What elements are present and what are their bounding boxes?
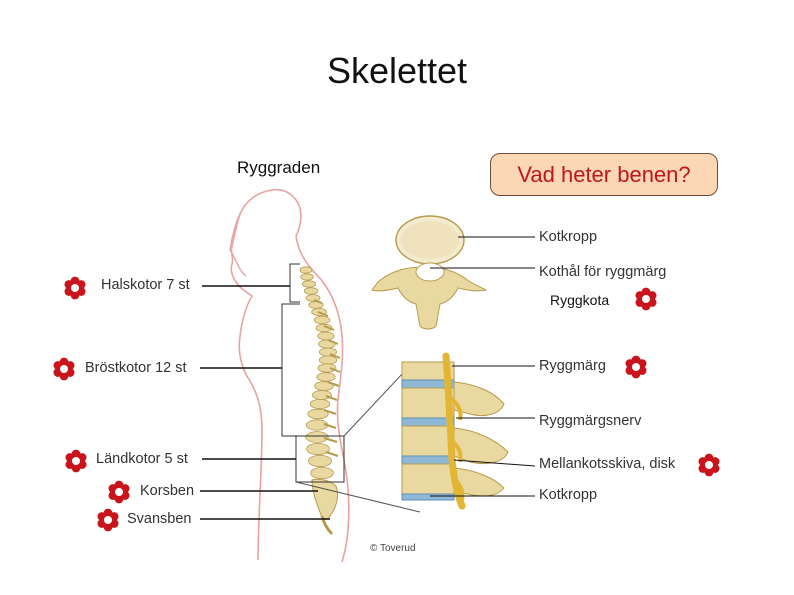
label-ryggmargsnerv: Ryggmärgsnerv <box>539 413 642 429</box>
label-landkotor: Ländkotor 5 st <box>96 451 188 467</box>
sacrum <box>311 478 339 520</box>
figure-subtitle: Ryggraden <box>237 158 321 177</box>
label-kothal: Kothål för ryggmärg <box>539 264 667 280</box>
vertebra-top-view <box>371 215 488 330</box>
body-outline <box>230 188 302 561</box>
bracket-halskotor <box>289 263 300 303</box>
flower-icon[interactable] <box>63 276 87 300</box>
spine-segment-side-view <box>401 352 509 510</box>
question-box: Vad heter benen? <box>490 153 718 196</box>
label-halskotor: Halskotor 7 st <box>101 277 190 293</box>
flower-icon[interactable] <box>634 287 658 311</box>
flower-icon[interactable] <box>96 508 120 532</box>
question-text: Vad heter benen? <box>517 161 691 187</box>
flower-icon[interactable] <box>697 453 721 477</box>
face-outline <box>229 213 247 277</box>
coccyx <box>320 515 334 536</box>
flower-icon[interactable] <box>107 480 131 504</box>
label-ryggmarg: Ryggmärg <box>539 358 606 374</box>
label-korsben: Korsben <box>140 483 195 499</box>
label-kotkropp-bottom: Kotkropp <box>539 487 598 503</box>
bracket-brostkotor <box>281 303 300 437</box>
back-outline <box>295 235 350 563</box>
flower-icon[interactable] <box>64 449 88 473</box>
spinous-processes <box>313 299 341 457</box>
copyright-text: © Toverud <box>370 543 416 554</box>
spine-column <box>299 266 338 479</box>
label-mellankotsskiva: Mellankotsskiva, disk <box>539 456 676 472</box>
label-kotkropp-top: Kotkropp <box>539 229 598 245</box>
flower-icon[interactable] <box>624 355 648 379</box>
label-svansben: Svansben <box>127 511 192 527</box>
page-title: Skelettet <box>326 50 468 91</box>
flower-icon[interactable] <box>52 357 76 381</box>
label-brostkotor: Bröstkotor 12 st <box>85 360 187 376</box>
label-ryggkota: Ryggkota <box>548 292 612 308</box>
